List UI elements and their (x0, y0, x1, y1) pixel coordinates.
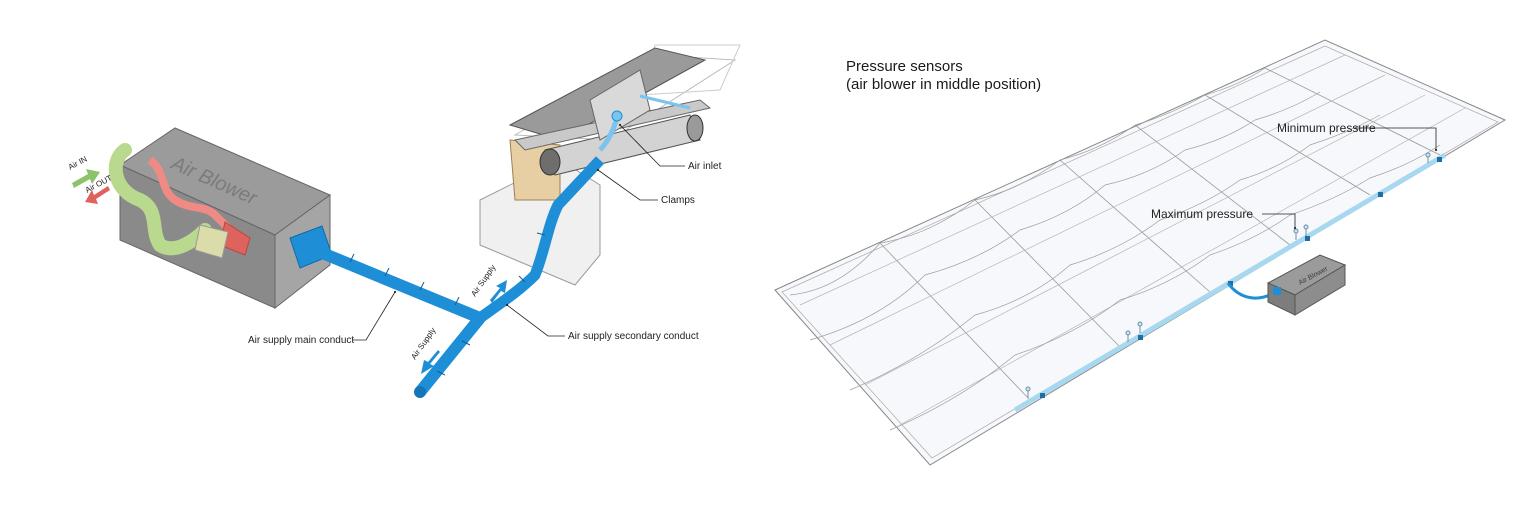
right-air-blower-box: Air Blower (1226, 254, 1347, 316)
main-pipe (539, 69, 704, 176)
right-title-line2: (air blower in middle position) (846, 76, 1041, 93)
secondary-duct (476, 156, 605, 323)
right-diagram: Pressure sensors (air blower in middle p… (774, 39, 1507, 466)
air-supply-label-upper: Air Supply (469, 263, 497, 298)
callout-minimum-pressure-label: Minimum pressure (1277, 121, 1376, 135)
callout-clamps: Clamps (596, 168, 695, 206)
membrane-panel (774, 39, 1507, 466)
callout-main-conduct: Air supply main conduct (248, 290, 397, 346)
air-in-hose (108, 143, 212, 256)
air-in-label: Air IN (67, 154, 89, 171)
callout-main-conduct-label: Air supply main conduct (248, 335, 354, 346)
callout-air-inlet-label: Air inlet (688, 161, 722, 172)
air-supply-down-arrow-icon (421, 350, 440, 374)
callout-clamps-label: Clamps (661, 195, 695, 206)
air-supply-up-arrow-icon (490, 280, 507, 303)
air-out-hose (147, 156, 238, 238)
sensor-joints (1040, 157, 1442, 398)
callout-maximum-pressure: Maximum pressure (1151, 207, 1297, 230)
air-out-arrow-icon (85, 186, 110, 204)
callout-minimum-pressure: Minimum pressure (1277, 121, 1438, 152)
pressure-sensor-icons (1025, 152, 1431, 398)
main-duct (312, 244, 486, 396)
left-diagram: Air Blower Air IN Air OUT (67, 44, 741, 398)
duct-network (289, 156, 605, 398)
callout-secondary-conduct: Air supply secondary conduct (505, 303, 699, 342)
callout-secondary-conduct-label: Air supply secondary conduct (568, 331, 699, 342)
air-in-arrow-icon (72, 169, 100, 188)
roof-section (479, 44, 741, 286)
right-title-line1: Pressure sensors (846, 58, 963, 75)
air-blower-box: Air Blower (108, 127, 332, 310)
callout-maximum-pressure-label: Maximum pressure (1151, 207, 1253, 221)
callout-air-inlet: Air inlet (618, 123, 722, 172)
